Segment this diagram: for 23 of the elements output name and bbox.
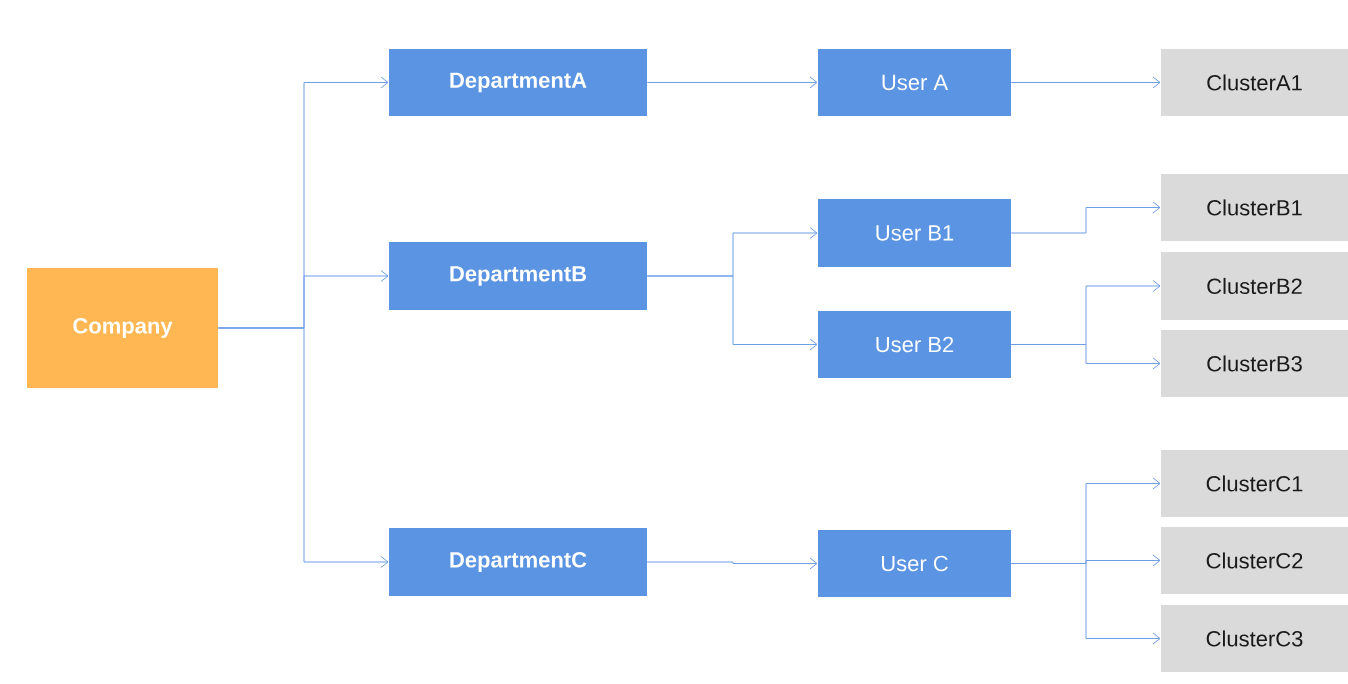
arrow: [1010, 76, 1161, 89]
department-box: DepartmentA: [389, 49, 647, 116]
user-box: User B2: [818, 311, 1011, 378]
arrow: [646, 76, 818, 89]
arrow: [646, 557, 818, 570]
arrow: [217, 327, 389, 568]
cluster-box: ClusterB2: [1161, 252, 1348, 320]
user-box: User C: [818, 530, 1011, 597]
cluster-box: ClusterC1: [1161, 450, 1348, 517]
cluster-box: ClusterB3: [1161, 330, 1348, 397]
cluster-box: ClusterB1: [1161, 174, 1348, 241]
department-box: DepartmentB: [389, 242, 647, 310]
department-box: DepartmentC: [389, 528, 647, 596]
cluster-box: ClusterC3: [1161, 605, 1348, 672]
arrow: [646, 275, 818, 351]
root-box: Company: [27, 268, 218, 388]
cluster-box: ClusterC2: [1161, 527, 1348, 594]
user-box: User B1: [818, 199, 1011, 267]
arrow: [1010, 563, 1161, 645]
cluster-box: ClusterA1: [1161, 49, 1348, 116]
user-box: User A: [818, 49, 1011, 116]
arrow: [1010, 344, 1161, 370]
arrow: [1010, 201, 1161, 234]
